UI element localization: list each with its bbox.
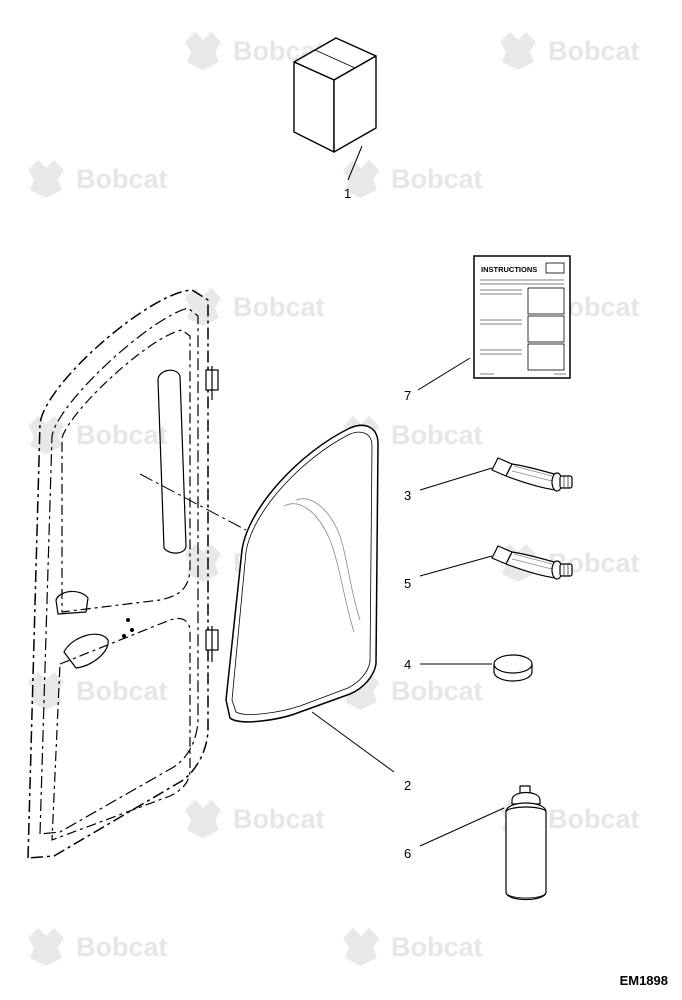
part-window [225,424,379,723]
watermark-4: Bobcat [343,160,483,198]
watermark-brand: Bobcat [391,420,483,450]
watermark-brand: Bobcat [76,932,168,962]
bobcat-logo-icon [185,288,221,326]
hinge-upper [205,366,219,400]
watermark-5: Bobcat [185,288,325,326]
alignment-line [139,473,247,531]
part-spray-can [505,785,547,901]
watermark-brand: Bobcat [76,676,168,706]
watermark-16: Bobcat [343,928,483,966]
bobcat-logo-icon [28,672,64,710]
leader-line-3 [419,467,493,491]
watermark-13: Bobcat [185,800,325,838]
callout-7: 7 [404,388,411,403]
watermark-15: Bobcat [28,928,168,966]
watermark-2: Bobcat [500,32,640,70]
callout-2: 2 [404,778,411,793]
watermark-brand: Bobcat [76,164,168,194]
leader-line-6 [419,807,505,847]
part-puck [493,654,533,682]
watermark-layer: Bobcat Bobcat Bobcat Bobcat Bobcat Bobca… [28,32,640,966]
callout-6: 6 [404,846,411,861]
bobcat-logo-icon [185,544,221,582]
part-box [293,37,377,153]
drawing-id: EM1898 [619,973,668,988]
watermark-11: Bobcat [28,672,168,710]
leader-line-2 [311,711,395,773]
watermark-brand: Bobcat [233,804,325,834]
leader-line-1 [347,145,363,181]
watermark-brand: Bobcat [391,164,483,194]
instructions-title: INSTRUCTIONS [481,265,537,274]
callout-3: 3 [404,488,411,503]
watermark-brand: Bobcat [76,420,168,450]
part-tube-a [491,457,573,492]
watermark-3: Bobcat [28,160,168,198]
watermark-brand: Bobcat [548,804,640,834]
bobcat-logo-icon [185,32,221,70]
callout-4: 4 [404,657,411,672]
callout-1: 1 [344,186,351,201]
watermark-brand: Bobcat [548,36,640,66]
watermark-brand: Bobcat [391,676,483,706]
watermark-brand: Bobcat [391,932,483,962]
bobcat-logo-icon [28,416,64,454]
door-frame [27,289,209,859]
watermark-brand: Bobcat [233,292,325,322]
leader-line-5 [419,555,493,577]
callout-5: 5 [404,576,411,591]
watermark-7: Bobcat [28,416,168,454]
bobcat-logo-icon [185,800,221,838]
part-tube-b [491,545,573,580]
bobcat-logo-icon [343,928,379,966]
leader-line-7 [417,357,471,391]
bobcat-logo-icon [500,32,536,70]
bobcat-logo-icon [28,928,64,966]
bobcat-logo-icon [28,160,64,198]
hinge-lower [205,626,219,662]
part-instructions-sheet: INSTRUCTIONS [473,255,571,379]
